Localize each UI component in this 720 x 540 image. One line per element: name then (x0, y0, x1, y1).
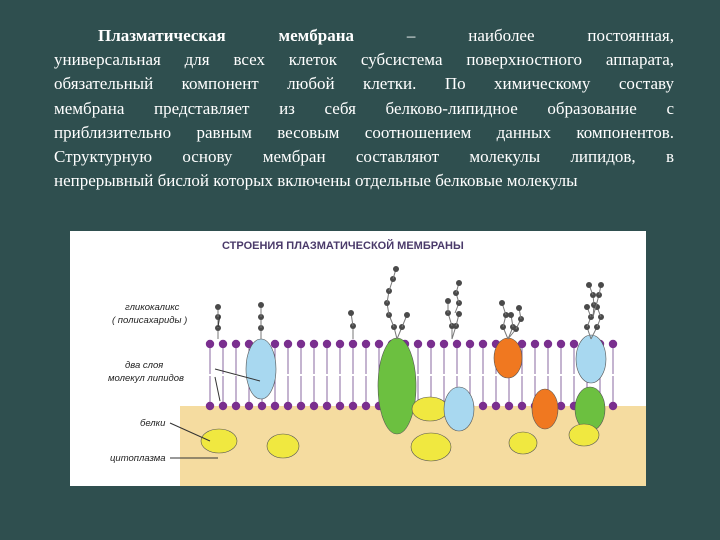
lipid-head (335, 401, 345, 411)
lipid-head (413, 339, 423, 349)
lipid-head (270, 339, 280, 349)
lipid-head (569, 339, 579, 349)
lipid-head (218, 339, 228, 349)
lipid-head (218, 401, 228, 411)
label-two-layers: два слоя (125, 360, 163, 371)
line-1-rest: – наиболее постоянная, (354, 26, 674, 45)
lipid-head (335, 339, 345, 349)
lipid-head (478, 401, 488, 411)
protein (411, 396, 449, 422)
polysaccharide-link (592, 294, 600, 318)
bold-term: Плазматическая мембрана (98, 26, 354, 45)
lipid-head (283, 401, 293, 411)
glycocalyx-group (215, 266, 604, 340)
lipid-head (361, 401, 371, 411)
label-leaders (169, 314, 261, 459)
protein (531, 388, 559, 430)
paragraph-line-1: Плазматическая мембрана – наиболее посто… (54, 24, 674, 48)
lipid-head (465, 339, 475, 349)
label-lipid-molecules: молекул липидов (108, 373, 184, 384)
lipid-head (608, 401, 618, 411)
lipid-head (205, 339, 215, 349)
lipid-head (296, 401, 306, 411)
paragraph-line: непрерывный бислой которых включены отде… (54, 171, 578, 191)
lipid-head (270, 401, 280, 411)
leader-line (217, 314, 221, 328)
polysaccharide-unit (516, 305, 522, 311)
lipid-head (478, 339, 488, 349)
lipid-head (426, 339, 436, 349)
lipid-head (205, 401, 215, 411)
polysaccharide-unit (445, 298, 451, 304)
lipid-head (283, 339, 293, 349)
lipid-head (517, 339, 527, 349)
label-proteins: белки (140, 418, 166, 429)
protein (508, 431, 538, 455)
lipid-head (543, 339, 553, 349)
protein (493, 337, 523, 379)
protein (200, 428, 238, 454)
paragraph-line: приблизительно равным весовым соотношени… (54, 122, 674, 142)
lipid-head (504, 401, 514, 411)
polysaccharide-unit (586, 282, 592, 288)
lipid-head (608, 339, 618, 349)
polysaccharide-unit (215, 304, 221, 310)
label-glycocalyx: гликокаликс (125, 302, 180, 313)
protein (245, 338, 277, 400)
lipid-head (530, 339, 540, 349)
lipid-head (309, 339, 319, 349)
lipid-head (348, 401, 358, 411)
polysaccharide-unit (456, 311, 462, 317)
polysaccharide-unit (393, 266, 399, 272)
proteins-group (200, 334, 607, 462)
protein (410, 432, 452, 462)
membrane-diagram: СТРОЕНИЯ ПЛАЗМАТИЧЕСКОЙ МЕМБРАНЫ гликока… (108, 239, 646, 486)
lipid-head (517, 401, 527, 411)
lipid-head (556, 339, 566, 349)
protein (266, 433, 300, 459)
lipid-head (231, 339, 241, 349)
lipid-head (322, 401, 332, 411)
lipid-head (361, 339, 371, 349)
label-cytoplasm: цитоплазма (110, 453, 166, 464)
lipid-head (296, 339, 306, 349)
polysaccharide-unit (404, 312, 410, 318)
lipid-head (491, 401, 501, 411)
polysaccharide-unit (584, 304, 590, 310)
polysaccharide-unit (590, 292, 596, 298)
label-polysaccharides: ( полисахариды ) (112, 315, 187, 326)
polysaccharide-unit (348, 310, 354, 316)
leader-line (214, 368, 261, 382)
polysaccharide-unit (456, 280, 462, 286)
polysaccharide-unit (499, 300, 505, 306)
figure-title: СТРОЕНИЯ ПЛАЗМАТИЧЕСКОЙ МЕМБРАНЫ (222, 239, 464, 252)
leader-line (169, 422, 211, 442)
lipid-head (231, 401, 241, 411)
protein (443, 386, 475, 432)
protein (377, 337, 417, 435)
lipid-head (439, 339, 449, 349)
lipid-head (322, 339, 332, 349)
polysaccharide-unit (598, 282, 604, 288)
lipid-head (452, 339, 462, 349)
protein (568, 423, 600, 447)
paragraph-line: Структурную основу мембран составляют мо… (54, 147, 674, 167)
lipid-head (556, 401, 566, 411)
lipid-head (309, 401, 319, 411)
polysaccharide-unit (508, 312, 514, 318)
leader-line (214, 376, 221, 402)
lipid-head (348, 339, 358, 349)
lipid-head (374, 339, 384, 349)
polysaccharide-unit (258, 302, 264, 308)
lipid-head (257, 401, 267, 411)
paragraph-line: мембрана представляет из себя белково-ли… (54, 98, 674, 118)
paragraph-line: обязательный компонент любой клетки. По … (54, 74, 674, 94)
lipid-head (244, 401, 254, 411)
paragraph-line: универсальная для всех клеток субсистема… (54, 50, 674, 70)
text-block: Плазматическая мембрана – наиболее посто… (54, 24, 674, 193)
protein (575, 334, 607, 384)
membrane-figure: СТРОЕНИЯ ПЛАЗМАТИЧЕСКОЙ МЕМБРАНЫ гликока… (70, 231, 646, 486)
